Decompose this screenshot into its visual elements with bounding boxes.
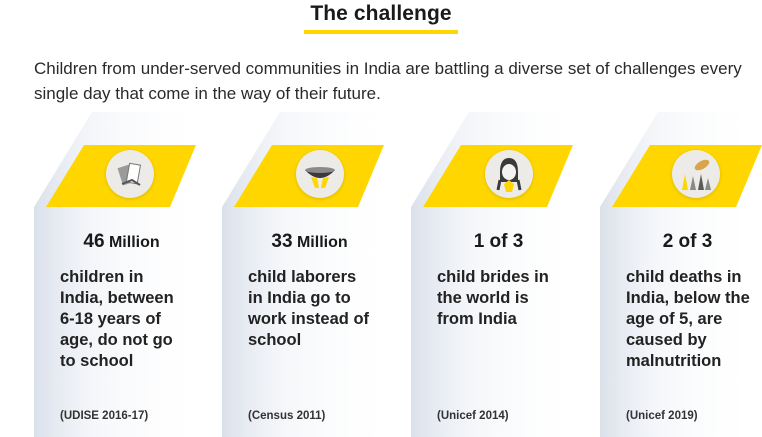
- challenge-card-school: 46 Million children in India, between 6-…: [34, 112, 209, 437]
- stat-source: (Unicef 2019): [626, 410, 698, 422]
- stat-source: (UDISE 2016-17): [60, 410, 149, 422]
- stat-source: (Census 2011): [248, 410, 326, 422]
- stat-number: 2 of 3: [662, 231, 713, 252]
- bread-hands-icon: [672, 150, 720, 198]
- books-icon: [106, 150, 154, 198]
- stat-unit: Million: [108, 234, 160, 251]
- challenge-card-malnutrition: 2 of 3 child deaths in India, below the …: [600, 112, 762, 437]
- challenge-card-brides: 1 of 3 child brides in the world is from…: [411, 112, 586, 437]
- stat-value: 33 Million: [222, 231, 397, 253]
- stat-description: child laborers in India go to work inste…: [248, 268, 370, 349]
- stat-description: child brides in the world is from India: [437, 268, 549, 328]
- section-title: The challenge: [304, 0, 458, 34]
- girl-icon: [485, 150, 533, 198]
- stat-source: (Unicef 2014): [437, 410, 509, 422]
- stat-value: 1 of 3: [411, 231, 586, 253]
- stat-description: children in India, between 6-18 years of…: [60, 268, 174, 370]
- section-heading: The challenge: [0, 0, 762, 34]
- intro-paragraph: Children from under-served communities i…: [34, 59, 742, 103]
- challenge-card-labor: 33 Million child laborers in India go to…: [222, 112, 397, 437]
- bowl-hands-icon: [296, 150, 344, 198]
- stat-number: 1 of 3: [473, 231, 524, 252]
- stat-unit: Million: [296, 234, 348, 251]
- stat-description: child deaths in India, below the age of …: [626, 268, 750, 370]
- stat-value: 46 Million: [34, 231, 209, 253]
- stat-number: 33: [271, 231, 293, 252]
- stat-number: 46: [83, 231, 105, 252]
- stat-value: 2 of 3: [600, 231, 762, 253]
